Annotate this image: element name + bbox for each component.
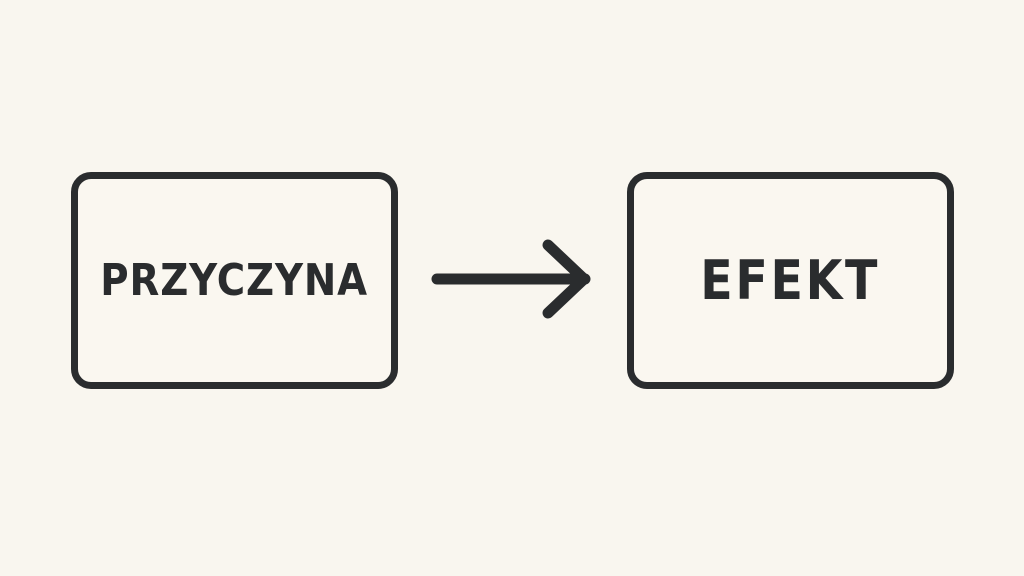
arrow-right-icon [431,239,591,319]
cause-box: PRZYCZYNA [71,172,398,389]
effect-label: EFEKT [700,249,881,312]
effect-box: EFEKT [627,172,954,389]
cause-label: PRZYCZYNA [100,255,369,306]
